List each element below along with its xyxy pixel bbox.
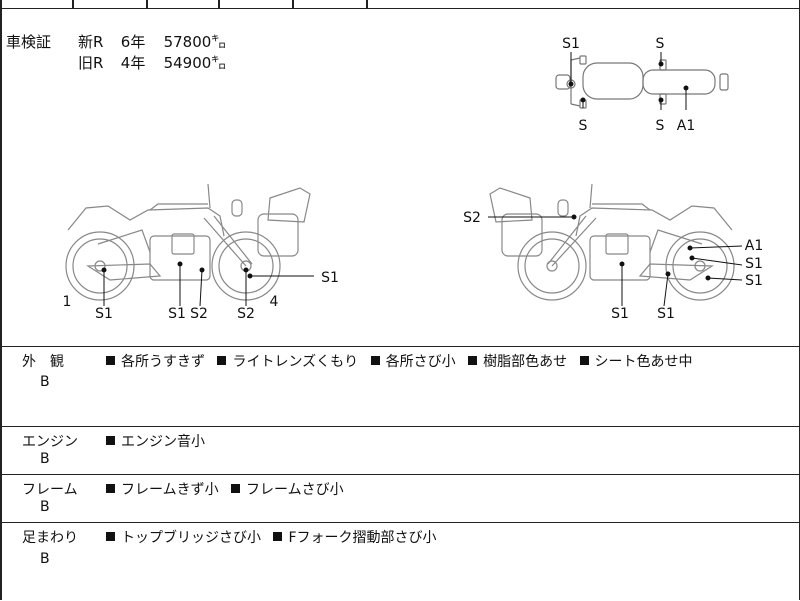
note-item: ライトレンズくもり (217, 354, 358, 370)
section-grade: B (40, 374, 50, 390)
label-left-s2: S2 (237, 306, 255, 322)
bullet-square-icon (580, 356, 589, 365)
label-top-s: S (656, 36, 665, 52)
section-frame: フレーム B フレームきず小 フレームさび小 (0, 474, 800, 523)
label-left-s1: S1 (95, 306, 113, 322)
header-divider (72, 0, 74, 8)
bullet-square-icon (371, 356, 380, 365)
label-right-s1: S1 (657, 306, 675, 322)
label-left-s2: S2 (190, 306, 208, 322)
bullet-square-icon (273, 532, 282, 541)
header-divider (366, 0, 368, 8)
section-title: フレーム (22, 479, 78, 499)
section-notes: エンジン音小 (106, 431, 213, 451)
label-left-s1: S1 (168, 306, 186, 322)
bullet-square-icon (106, 532, 115, 541)
label-top-s: S (656, 118, 665, 134)
bullet-square-icon (106, 484, 115, 493)
motorcycle-right-view (490, 184, 734, 300)
section-exterior: 外 観 B 各所うすきず ライトレンズくもり 各所さび小 樹脂部色あせ シート色… (0, 346, 800, 427)
label-top-a1: A1 (677, 118, 695, 134)
note-item: トップブリッジさび小 (106, 530, 261, 546)
section-notes: トップブリッジさび小 Fフォーク摺動部さび小 (106, 527, 445, 547)
note-item: フレームさび小 (231, 482, 344, 498)
note-item: 各所さび小 (371, 354, 456, 370)
section-title: 外 観 (22, 351, 64, 371)
section-notes: フレームきず小 フレームさび小 (106, 479, 352, 499)
header-divider (146, 0, 148, 8)
label-right-s1: S1 (745, 273, 763, 289)
label-right-s1: S1 (745, 256, 763, 272)
note-item: シート色あせ中 (580, 354, 693, 370)
header-divider (292, 0, 294, 8)
section-grade: B (40, 551, 50, 567)
note-item: フレームきず小 (106, 482, 219, 498)
bullet-square-icon (231, 484, 240, 493)
bullet-square-icon (106, 356, 115, 365)
label-right-s2: S2 (463, 210, 481, 226)
section-notes: 各所うすきず ライトレンズくもり 各所さび小 樹脂部色あせ シート色あせ中 (106, 351, 701, 371)
header-divider (218, 0, 220, 8)
note-item: 各所うすきず (106, 354, 205, 370)
section-suspension: 足まわり B トップブリッジさび小 Fフォーク摺動部さび小 (0, 522, 800, 601)
note-item: エンジン音小 (106, 434, 205, 450)
top-view-callouts (569, 52, 688, 110)
label-left-s1: S1 (321, 270, 339, 286)
section-grade: B (40, 451, 50, 467)
section-engine: エンジン B エンジン音小 (0, 426, 800, 475)
bullet-square-icon (468, 356, 477, 365)
section-grade: B (40, 499, 50, 515)
label-top-s: S (579, 118, 588, 134)
label-top-s1: S1 (562, 36, 580, 52)
damage-diagram: S1 S S S A1 (0, 8, 800, 346)
bullet-square-icon (106, 436, 115, 445)
label-left-1: 1 (63, 294, 72, 310)
note-item: 樹脂部色あせ (468, 354, 567, 370)
section-title: 足まわり (22, 527, 78, 547)
bullet-square-icon (217, 356, 226, 365)
label-right-s1: S1 (611, 306, 629, 322)
motorcycle-left-view (66, 184, 310, 300)
note-item: Fフォーク摺動部さび小 (273, 530, 436, 546)
label-left-4: 4 (270, 294, 279, 310)
label-right-a1: A1 (745, 238, 763, 254)
section-title: エンジン (22, 431, 78, 451)
